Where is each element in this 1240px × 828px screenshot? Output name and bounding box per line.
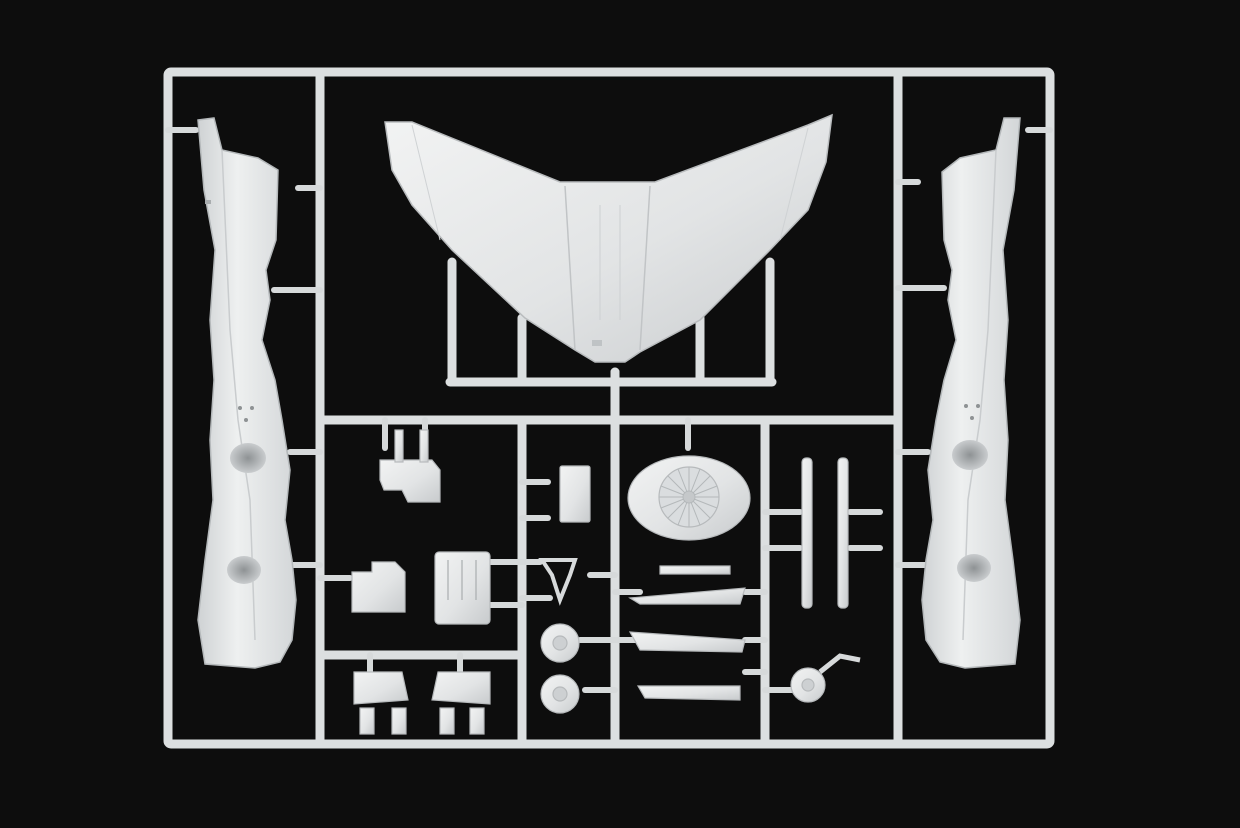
part-bulkhead [559,465,591,523]
fuselage-right-part [921,117,1021,669]
part-pylon [801,457,813,609]
intake-hole [227,556,261,584]
part-gear-strut [538,558,578,606]
engine-fan-blades [659,467,719,527]
intake-hole [952,440,988,470]
part-seat [351,561,406,613]
part-flap-right [431,671,491,705]
part-long-piece [628,631,746,653]
part-cockpit-piece [379,459,441,503]
intake-hole [230,443,266,473]
fuselage-left-part [197,117,297,669]
part-long-piece [628,587,746,605]
wing-part [384,113,833,363]
intake-hole [957,554,991,582]
part-long-piece [636,685,741,701]
part-flap-left [353,671,409,705]
part-pylon [837,457,849,609]
